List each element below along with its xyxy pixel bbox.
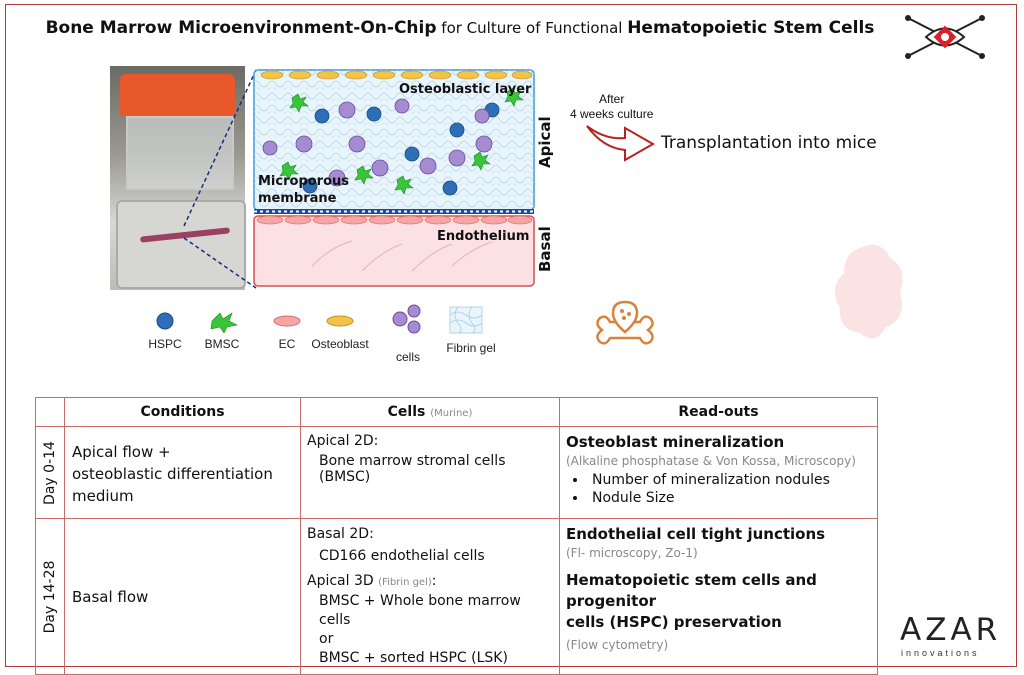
ec-legend-label: EC — [278, 337, 296, 351]
bmsc-whole-marrow-item: BMSC + Whole bone marrow cells — [319, 593, 521, 628]
conditions-cell-1: Apical flow + osteoblastic differentiati… — [64, 426, 301, 519]
table-row: Day 14-28 Basal flow Basal 2D: CD166 end… — [35, 518, 878, 675]
chip-cross-section — [253, 69, 535, 287]
basal-label: Basal — [536, 226, 554, 272]
list-item: Nodule Size — [588, 490, 871, 506]
fibrin-gel-legend-icon — [449, 306, 483, 334]
condition-line-1: Apical flow + — [72, 443, 171, 461]
apical-label: Apical — [536, 116, 554, 168]
eye-logo-icon — [905, 15, 985, 59]
title-part-1: Bone Marrow Microenvironment-On-Chip — [45, 18, 437, 38]
chip-base — [116, 200, 246, 289]
fibrin-gel-note: (Fibrin gel) — [378, 577, 432, 588]
basal-2d-heading: Basal 2D: — [307, 526, 374, 542]
osteoblast-legend-icon — [326, 315, 354, 327]
title-part-3: Hematopoietic Stem Cells — [627, 18, 875, 38]
hspc-methods: (Flow cytometry) — [566, 638, 669, 652]
tight-junctions-heading: Endothelial cell tight junctions — [566, 525, 826, 543]
mineralization-bullets: Number of mineralization nodules Nodule … — [566, 472, 871, 506]
brand-tagline: innovations — [901, 648, 980, 658]
bmsc-legend-icon — [210, 312, 238, 333]
condition-line-2: osteoblastic differentiation — [72, 465, 273, 483]
title-part-2: for Culture of Functional — [436, 19, 628, 37]
corner-cell — [35, 397, 65, 427]
or-item: or — [319, 631, 334, 647]
day-0-14-label: Day 0-14 — [42, 440, 58, 505]
hspc-heading-line-1: Hematopoietic stem cells and progenitor — [566, 571, 817, 610]
mineralization-methods: (Alkaline phosphatase & Von Kossa, Micro… — [566, 454, 856, 468]
chip-cap — [120, 74, 235, 116]
bm-legend-line-2: cells — [395, 350, 420, 364]
bmsc-sorted-hspc-item: BMSC + sorted HSPC (LSK) — [319, 650, 508, 666]
ec-legend-icon — [273, 315, 301, 327]
list-item: Number of mineralization nodules — [588, 472, 871, 488]
brand-logo: AZAR — [900, 612, 1002, 648]
weeks-culture-label: 4 weeks culture — [570, 107, 654, 121]
bm-cells-legend-label: cells — [385, 336, 431, 364]
apical-2d-heading: Apical 2D: — [307, 433, 379, 449]
fibrin-gel-legend-label: Fibrin gel — [446, 341, 496, 355]
apical-3d-heading: Apical 3D (Fibrin gel): — [307, 572, 553, 592]
protocol-table: Conditions Cells (Murine) Read-outs Day … — [35, 397, 878, 675]
transplantation-label: Transplantation into mice — [661, 133, 877, 153]
tight-junctions-methods: (Fl- microscopy, Zo-1) — [566, 546, 698, 560]
bm-cells-legend-icon — [392, 304, 421, 334]
transplant-arrow-icon — [586, 125, 656, 162]
apical-3d-colon: : — [431, 573, 437, 589]
cd166-item: CD166 endothelial cells — [319, 548, 485, 564]
readouts-cell-2: Endothelial cell tight junctions (Fl- mi… — [559, 518, 878, 675]
readouts-header: Read-outs — [559, 397, 878, 427]
page-title: Bone Marrow Microenvironment-On-Chip for… — [0, 18, 920, 38]
cells-header-note: (Murine) — [430, 408, 473, 419]
day-cell-1: Day 0-14 — [35, 426, 65, 519]
splash-icon — [834, 244, 903, 339]
hspc-legend-label: HSPC — [148, 337, 182, 351]
readouts-cell-1: Osteoblast mineralization (Alkaline phos… — [559, 426, 878, 519]
chip-reservoir — [126, 116, 234, 190]
hspc-preservation-heading: Hematopoietic stem cells and progenitor c… — [566, 570, 871, 633]
cells-cell-2: Basal 2D: CD166 endothelial cells Apical… — [300, 518, 560, 675]
membrane-label: membrane — [258, 191, 337, 206]
cells-header: Cells (Murine) — [300, 397, 560, 427]
endothelium-label: Endothelium — [437, 229, 530, 244]
hspc-legend-icon — [156, 312, 174, 330]
osteoblast-legend-label: Osteoblast — [311, 337, 369, 351]
table-row: Day 0-14 Apical flow + osteoblastic diff… — [35, 426, 878, 519]
osteoblast-mineralization-heading: Osteoblast mineralization — [566, 433, 785, 451]
after-label: After — [599, 92, 625, 106]
basal-flow-condition: Basal flow — [72, 587, 149, 606]
conditions-cell-2: Basal flow — [64, 518, 301, 675]
zoom-lines — [183, 69, 257, 289]
conditions-header: Conditions — [64, 397, 301, 427]
bmsc-legend-label: BMSC — [204, 337, 240, 351]
apical-3d-label: Apical 3D — [307, 573, 374, 589]
day-cell-2: Day 14-28 — [35, 518, 65, 675]
hspc-heading-line-2: cells (HSPC) preservation — [566, 613, 782, 631]
cells-header-label: Cells — [387, 404, 426, 420]
table-header-row: Conditions Cells (Murine) Read-outs — [35, 397, 878, 427]
osteoblastic-layer-label: Osteoblastic layer — [399, 82, 532, 97]
microporous-label: Microporous — [258, 174, 350, 189]
day-14-28-label: Day 14-28 — [42, 560, 58, 633]
bone-marrow-icon — [596, 300, 654, 345]
bmsc-item: Bone marrow stromal cells (BMSC) — [319, 453, 506, 485]
cells-cell-1: Apical 2D: Bone marrow stromal cells (BM… — [300, 426, 560, 519]
condition-line-3: medium — [72, 487, 134, 505]
